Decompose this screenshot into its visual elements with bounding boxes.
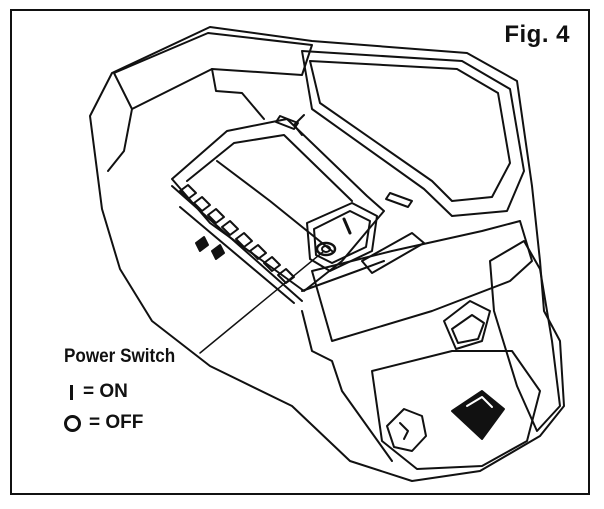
figure-label: Fig. 4 (504, 21, 570, 48)
power-switch-label: Power Switch (64, 346, 176, 367)
connector-port (451, 390, 505, 440)
front-face (311, 220, 533, 342)
callout-leader-line (199, 250, 325, 354)
side-door (489, 240, 561, 432)
printer-body-outline (89, 26, 565, 482)
figure-frame: Fig. 4 Power Switch = ON = OFF (10, 9, 590, 495)
printer-illustration (89, 26, 565, 482)
top-lid (301, 50, 525, 217)
off-symbol-icon (64, 414, 81, 432)
power-switch-graphic (306, 202, 378, 272)
off-legend-row: = OFF (64, 412, 143, 434)
side-mark (195, 236, 209, 252)
off-legend-text: = OFF (89, 412, 144, 433)
connector-panel (371, 350, 541, 470)
paper-cutter-teeth (179, 184, 295, 284)
latch-slot-2 (385, 192, 413, 208)
on-legend-text: = ON (83, 381, 128, 402)
on-symbol-icon (70, 384, 73, 400)
paper-roll-cover (171, 118, 385, 292)
on-legend-row: = ON (64, 381, 128, 403)
